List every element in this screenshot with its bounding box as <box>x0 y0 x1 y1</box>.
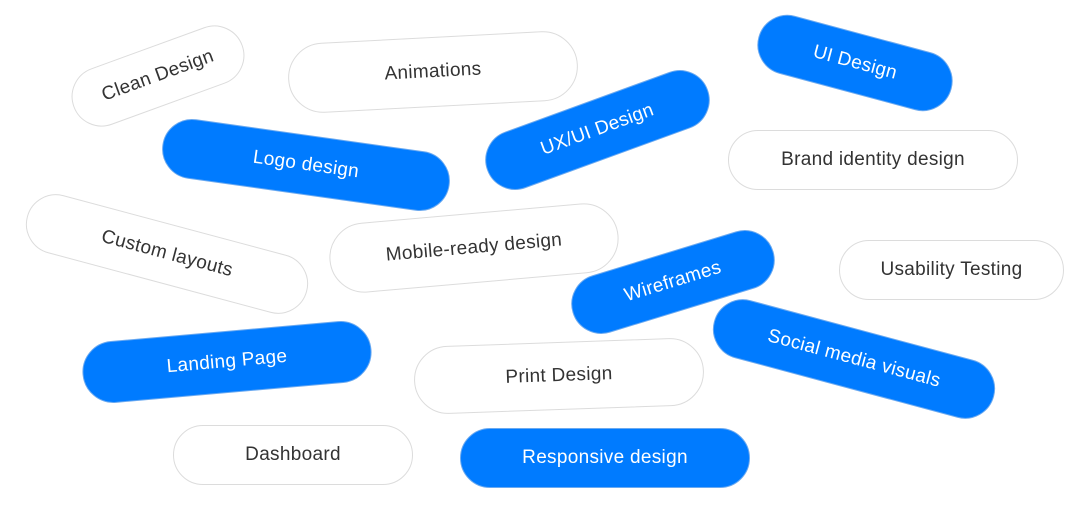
tag-label: Wireframes <box>621 256 724 307</box>
tag-label: Mobile-ready design <box>384 229 563 266</box>
tag-responsive-design: Responsive design <box>460 428 750 488</box>
tag-label: UX/UI Design <box>537 99 657 160</box>
tag-label: Usability Testing <box>880 259 1023 280</box>
tag-brand-identity-design: Brand identity design <box>728 130 1018 190</box>
tag-clean-design: Clean Design <box>63 17 253 135</box>
tag-print-design: Print Design <box>412 336 706 416</box>
tag-label: Brand identity design <box>781 149 965 170</box>
tag-label: Print Design <box>505 363 613 388</box>
tag-animations: Animations <box>286 29 580 115</box>
tag-usability-testing: Usability Testing <box>839 240 1064 300</box>
tag-label: Animations <box>383 58 482 85</box>
tag-landing-page: Landing Page <box>79 318 375 406</box>
tag-dashboard: Dashboard <box>173 425 413 485</box>
tag-label: Custom layouts <box>99 225 236 282</box>
tag-label: Dashboard <box>245 444 341 465</box>
tag-label: Social media visuals <box>765 325 943 392</box>
tag-logo-design: Logo design <box>158 115 454 215</box>
tag-social-media-visuals: Social media visuals <box>706 292 1002 426</box>
tag-label: Clean Design <box>98 45 217 106</box>
tag-label: Logo design <box>251 146 361 183</box>
tag-custom-layouts: Custom layouts <box>19 187 315 321</box>
tag-label: Responsive design <box>522 447 688 468</box>
tag-label: UI Design <box>810 41 900 84</box>
tag-ui-design: UI Design <box>750 8 960 118</box>
tag-mobile-ready-design: Mobile-ready design <box>326 200 622 296</box>
tag-label: Landing Page <box>165 345 289 378</box>
